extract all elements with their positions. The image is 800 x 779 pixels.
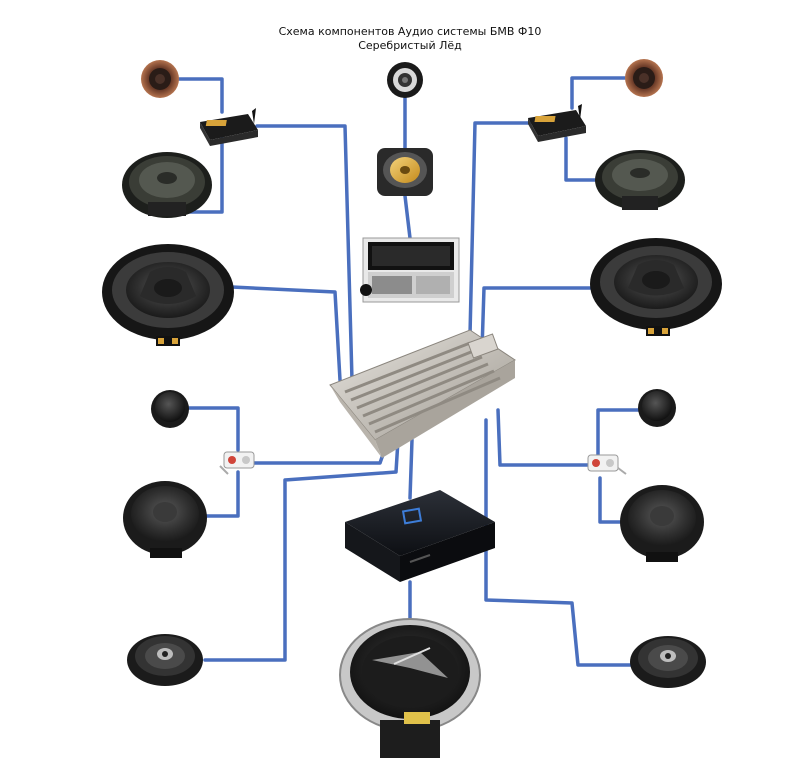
wire-filter-rl-amp	[251, 438, 390, 465]
inline-filter-icon	[587, 454, 627, 475]
wire-amp-subamp	[408, 438, 414, 500]
title-line-1: Схема компонентов Аудио системы БМВ Ф10	[278, 25, 542, 38]
wire-filter-rr-amp	[496, 408, 592, 467]
wire-tweeter-fl	[176, 77, 224, 114]
tweeter-copper-icon	[141, 60, 179, 98]
wire-mid-rl	[203, 470, 240, 518]
underseat-woofer-icon	[590, 238, 722, 336]
dome-tweeter-icon	[151, 390, 189, 428]
center-speaker-icon	[377, 148, 433, 196]
wire-tweeter-fr	[570, 76, 627, 110]
crossover-box-icon	[528, 104, 586, 142]
wire-center-hu	[403, 194, 412, 240]
tweeter-copper-icon	[625, 59, 663, 97]
diagram-title: Схема компонентов Аудио системы БМВ Ф10 …	[200, 25, 620, 53]
wire-tweeter-rr	[596, 408, 642, 457]
midrange-speaker-icon	[620, 485, 704, 562]
inline-filter-icon	[219, 451, 255, 475]
midrange-speaker-icon	[123, 481, 207, 558]
title-line-2: Серебристый Лёд	[358, 39, 462, 52]
sub-amplifier-icon	[345, 490, 495, 582]
crossover-box-icon	[200, 108, 258, 146]
amplifier-heatsink-icon	[329, 329, 516, 458]
subwoofer-icon	[339, 618, 481, 758]
wire-mid-fr	[564, 136, 607, 182]
coaxial-speaker-icon	[630, 636, 706, 688]
underseat-woofer-icon	[102, 244, 234, 346]
midrange-speaker-icon	[122, 152, 212, 218]
wire-mid-rr	[598, 476, 624, 524]
coaxial-speaker-icon	[127, 634, 203, 686]
dome-tweeter-icon	[638, 389, 676, 427]
wire-coax-left	[203, 438, 400, 662]
wire-woofer-fr	[480, 286, 592, 352]
wire-crossover-fl-amp	[255, 124, 354, 382]
head-unit-icon	[360, 237, 460, 303]
wire-woofer-fl	[230, 285, 342, 382]
tweeter-icon	[387, 62, 423, 98]
wire-crossover-fr-amp	[468, 121, 532, 337]
midrange-speaker-icon	[595, 150, 685, 210]
wire-tweeter-rl	[183, 406, 240, 452]
